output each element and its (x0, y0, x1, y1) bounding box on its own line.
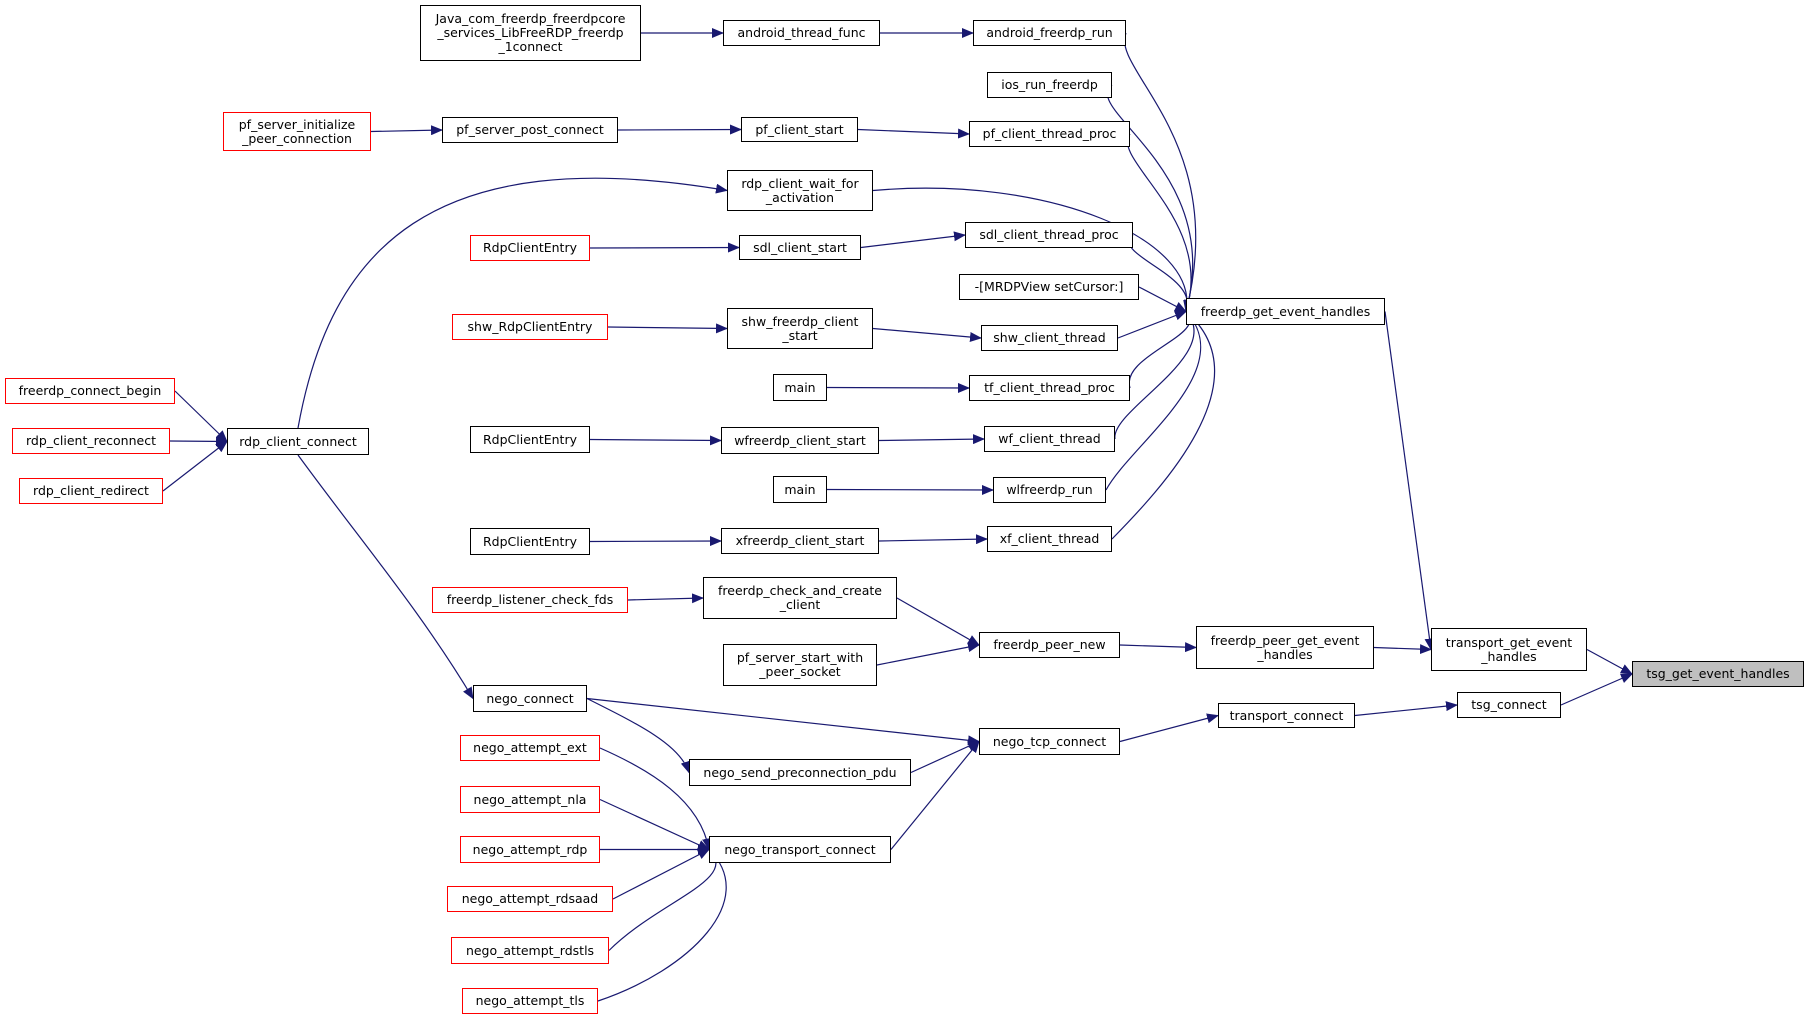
edge-nego_connect-to-nego_tcp_connect (586, 697, 980, 746)
node-pf-client-start[interactable]: pf_client_start (741, 117, 858, 142)
edge-pf_server_post_connect-to-pf_client_start (617, 124, 742, 135)
edge-freerdp_check_and_create-_client-to-freerdp_peer_new (896, 597, 980, 646)
node-nego-transport-connect[interactable]: nego_transport_connect (709, 836, 891, 863)
node-nego-connect[interactable]: nego_connect (473, 685, 587, 712)
node-freerdp-check-and-create-client[interactable]: freerdp_check_and_create _client (703, 577, 897, 619)
edge-pf_client_start-to-pf_client_thread_proc (857, 128, 970, 139)
node-sdl-client-start[interactable]: sdl_client_start (739, 235, 861, 260)
node-wf-client-thread[interactable]: wf_client_thread (984, 426, 1115, 452)
edge-pf_server_start_with-_peer_socket-to-freerdp_peer_new (876, 642, 980, 666)
node-freerdp-listener-check-fds[interactable]: freerdp_listener_check_fds (432, 587, 628, 613)
edge-xfreerdp_client_start-to-xf_client_thread (878, 534, 988, 545)
edge-nego_connect-to-nego_send_preconnection_pdu (586, 697, 691, 774)
node-nego-attempt-rdp[interactable]: nego_attempt_rdp (460, 836, 600, 863)
node-freerdp-peer-get-event-handles[interactable]: freerdp_peer_get_event _handles (1196, 626, 1374, 669)
edge-nego_attempt_nla-to-nego_transport_connect (599, 798, 710, 851)
edge-pf_server_initialize-_peer_connection-to-pf_server_post_connect (370, 125, 443, 136)
node-xfreerdp-client-start[interactable]: xfreerdp_client_start (721, 528, 879, 554)
edge-nego_attempt_rdsaad-to-nego_transport_connect (612, 848, 710, 900)
node-shw-client-thread[interactable]: shw_client_thread (981, 325, 1118, 351)
edge-rdpcliententry-to-sdl_client_start (589, 242, 740, 253)
edge-shw_rdpcliententry-to-shw_freerdp_client-_start (607, 323, 728, 334)
node-pf-server-initialize-peer-connection[interactable]: pf_server_initialize _peer_connection (223, 112, 371, 151)
node-rdpcliententry[interactable]: RdpClientEntry (470, 426, 590, 453)
node-wlfreerdp-run[interactable]: wlfreerdp_run (993, 477, 1106, 503)
node-pf-client-thread-proc[interactable]: pf_client_thread_proc (969, 121, 1130, 147)
edge-tf_client_thread_proc-to-freerdp_get_event_handles (1128, 310, 1198, 389)
edge-freerdp_get_event_handles-to-transport_get_event-_handles (1384, 311, 1435, 651)
edge-freerdp_peer_get_event-_handles-to-transport_get_event-_handles (1373, 644, 1432, 655)
edge-sdl_client_start-to-sdl_client_thread_proc (860, 231, 966, 249)
edge-nego_transport_connect-to-nego_tcp_connect (890, 740, 980, 850)
edge-tsg_connect-to-tsg_get_event_handles (1560, 673, 1633, 706)
node-main[interactable]: main (773, 374, 827, 401)
edge-nego_attempt_tls-to-nego_transport_connect (597, 848, 727, 1002)
node-nego-attempt-ext[interactable]: nego_attempt_ext (460, 735, 600, 761)
node-tf-client-thread-proc[interactable]: tf_client_thread_proc (969, 375, 1130, 401)
node-ios-run-freerdp[interactable]: ios_run_freerdp (987, 72, 1112, 98)
edge-wfreerdp_client_start-to-wf_client_thread (878, 434, 985, 445)
node-java-com-freerdp-freerdpcore-services-libfreerdp-freerdp-1connect[interactable]: Java_com_freerdp_freerdpcore _services_L… (420, 5, 641, 61)
edge-rdp_client_connect-to-nego_connect (297, 454, 474, 700)
node-transport-get-event-handles[interactable]: transport_get_event _handles (1431, 628, 1587, 671)
node-wfreerdp-client-start[interactable]: wfreerdp_client_start (721, 427, 879, 454)
node-rdp-client-connect[interactable]: rdp_client_connect (227, 428, 369, 455)
node-android-freerdp-run[interactable]: android_freerdp_run (973, 20, 1126, 46)
edge-rdp_client_wait_for-_activation-to-freerdp_get_event_handles (872, 187, 1193, 313)
edge-nego_attempt_rdstls-to-nego_transport_connect (608, 848, 721, 951)
node-freerdp-get-event-handles[interactable]: freerdp_get_event_handles (1186, 298, 1385, 325)
edge-shw_client_thread-to-freerdp_get_event_handles (1117, 310, 1187, 339)
node-nego-attempt-tls[interactable]: nego_attempt_tls (462, 988, 598, 1014)
node-freerdp-peer-new[interactable]: freerdp_peer_new (979, 632, 1120, 658)
edge-freerdp_connect_begin-to-rdp_client_connect (174, 390, 228, 443)
edge-transport_connect-to-tsg_connect (1354, 701, 1458, 717)
node-shw-freerdp-client-start[interactable]: shw_freerdp_client _start (727, 308, 873, 349)
node-rdp-client-wait-for-activation[interactable]: rdp_client_wait_for _activation (727, 170, 873, 211)
edge-main-to-wlfreerdp_run (826, 484, 994, 495)
node-nego-attempt-rdsaad[interactable]: nego_attempt_rdsaad (447, 886, 613, 912)
edge-rdpcliententry-to-wfreerdp_client_start (589, 435, 722, 446)
node-rdpcliententry[interactable]: RdpClientEntry (470, 235, 590, 261)
edge-rdp_client_connect-to-rdp_client_wait_for-_activation (297, 177, 728, 429)
edge-xf_client_thread-to-freerdp_get_event_handles (1111, 310, 1216, 540)
node-android-thread-func[interactable]: android_thread_func (723, 20, 880, 46)
node-nego-attempt-rdstls[interactable]: nego_attempt_rdstls (451, 937, 609, 964)
edge-rdp_client_redirect-to-rdp_client_connect (162, 440, 228, 492)
edge-nego_send_preconnection_pdu-to-nego_tcp_connect (910, 740, 980, 774)
node-shw-rdpcliententry[interactable]: shw_RdpClientEntry (452, 314, 608, 340)
edge-rdpcliententry-to-xfreerdp_client_start (589, 536, 722, 547)
node-mrdpview-setcursor[interactable]: -[MRDPView setCursor:] (959, 274, 1139, 300)
node-rdp-client-redirect[interactable]: rdp_client_redirect (19, 478, 163, 504)
node-tsg-connect[interactable]: tsg_connect (1457, 692, 1561, 718)
node-rdp-client-reconnect[interactable]: rdp_client_reconnect (12, 428, 170, 454)
edge-nego_attempt_ext-to-nego_transport_connect (599, 747, 712, 851)
edge-wf_client_thread-to-freerdp_get_event_handles (1114, 310, 1198, 440)
edge--mrdpview-setcursor--to-freerdp_get_event_handles (1138, 286, 1187, 313)
edge-wlfreerdp_run-to-freerdp_get_event_handles (1105, 310, 1202, 491)
node-rdpcliententry[interactable]: RdpClientEntry (470, 528, 590, 555)
edge-android_freerdp_run-to-freerdp_get_event_handles (1123, 32, 1197, 313)
node-tsg-get-event-handles: tsg_get_event_handles (1632, 661, 1804, 687)
edge-freerdp_listener_check_fds-to-freerdp_check_and_create-_client (627, 593, 704, 604)
edge-rdp_client_reconnect-to-rdp_client_connect (169, 436, 228, 447)
edge-nego_tcp_connect-to-transport_connect (1119, 713, 1219, 743)
edge-freerdp_peer_new-to-freerdp_peer_get_event-_handles (1119, 642, 1197, 653)
edge-shw_freerdp_client-_start-to-shw_client_thread (872, 327, 982, 343)
node-pf-server-start-with-peer-socket[interactable]: pf_server_start_with _peer_socket (723, 644, 877, 686)
node-nego-attempt-nla[interactable]: nego_attempt_nla (460, 786, 600, 813)
node-sdl-client-thread-proc[interactable]: sdl_client_thread_proc (965, 222, 1133, 248)
node-nego-tcp-connect[interactable]: nego_tcp_connect (979, 728, 1120, 755)
edge-transport_get_event-_handles-to-tsg_get_event_handles (1586, 648, 1633, 675)
node-nego-send-preconnection-pdu[interactable]: nego_send_preconnection_pdu (689, 759, 911, 786)
node-main[interactable]: main (773, 476, 827, 503)
node-xf-client-thread[interactable]: xf_client_thread (987, 526, 1112, 552)
edge-main-to-tf_client_thread_proc (826, 382, 970, 393)
node-pf-server-post-connect[interactable]: pf_server_post_connect (442, 117, 618, 143)
node-transport-connect[interactable]: transport_connect (1218, 703, 1355, 728)
node-freerdp-connect-begin[interactable]: freerdp_connect_begin (5, 378, 175, 404)
